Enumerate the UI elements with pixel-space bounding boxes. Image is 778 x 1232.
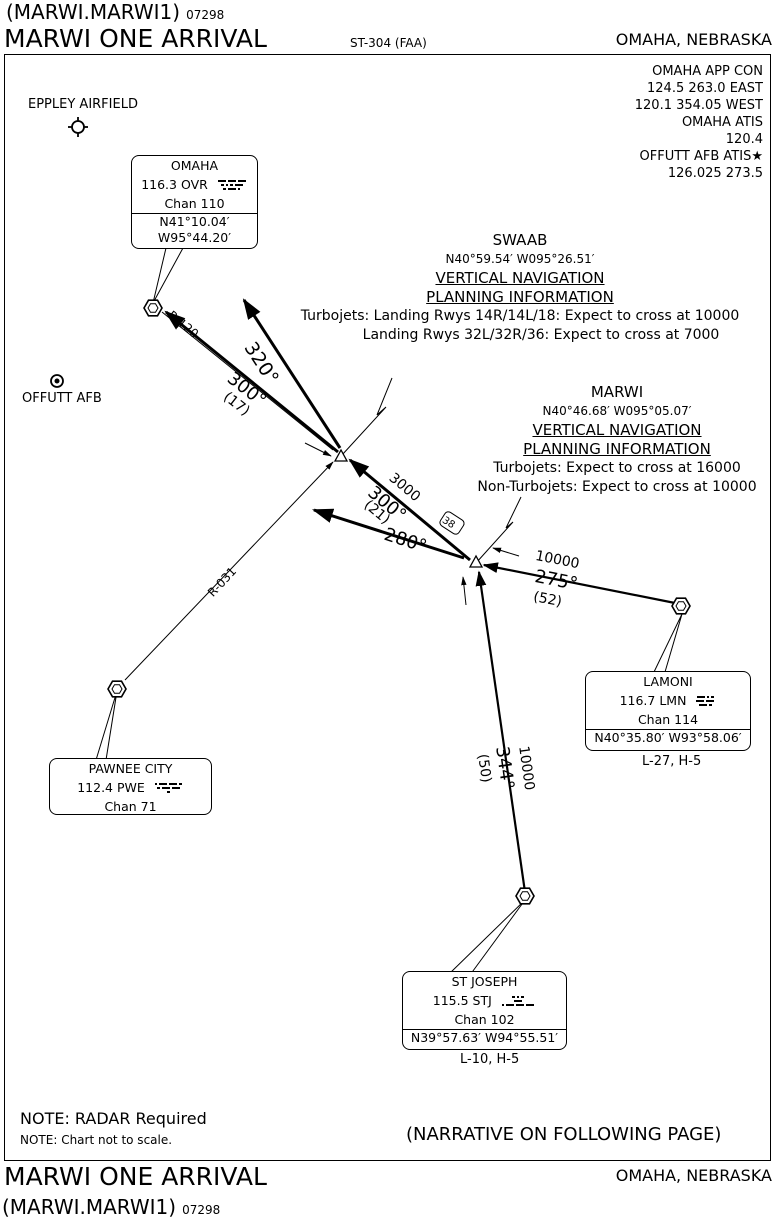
note-radar: NOTE: RADAR Required — [20, 1109, 207, 1128]
offutt-airport-icon — [50, 374, 64, 388]
navaid-box-omaha: OMAHA 116.3 OVR Chan 110 N41°10.04′ W95°… — [131, 155, 258, 249]
marwi-leader — [475, 496, 522, 564]
flow-arrow-marwi-south — [461, 576, 467, 606]
lamoni-callout-tail — [653, 613, 683, 673]
chart-frame — [4, 54, 771, 1161]
freq-line: OMAHA APP CON — [652, 64, 763, 79]
footer-title: MARWI ONE ARRIVAL — [4, 1162, 267, 1191]
vnav-heading-2: PLANNING INFORMATION — [426, 288, 614, 306]
navaid-freq-row: 116.3 OVR — [132, 175, 257, 194]
header-code-text: (MARWI.MARWI1) — [6, 0, 181, 24]
swaab-info: SWAAB N40°59.54′ W095°26.51′ VERTICAL NA… — [301, 231, 740, 345]
marwi-fix-icon — [468, 554, 484, 568]
morse-code-icon — [154, 782, 184, 795]
vortac-omaha-icon — [143, 299, 163, 317]
morse-code-icon — [696, 695, 716, 708]
fix-coordinates: N40°46.68′ W095°05.07′ — [542, 404, 692, 418]
navaid-box-lamoni: LAMONI 116.7 LMN Chan 114 N40°35.80′ W93… — [585, 671, 751, 751]
freq-line: OMAHA ATIS — [681, 115, 763, 130]
swaab-fix-icon — [333, 448, 349, 462]
vnav-heading-1: VERTICAL NAVIGATION — [532, 421, 702, 439]
vnav-line-2: Landing Rwys 32L/32R/36: Expect to cross… — [362, 327, 720, 343]
freq-line: 120.1 354.05 WEST — [634, 98, 763, 113]
navaid-box-pawnee-city: PAWNEE CITY 112.4 PWE Chan 71 — [49, 758, 212, 815]
eppley-airport-label: EPPLEY AIRFIELD — [28, 97, 138, 112]
radial-pawnee-line — [124, 461, 334, 681]
stjoseph-chart-refs: L-10, H-5 — [460, 1052, 520, 1067]
navaid-freq: 112.4 PWE — [77, 780, 145, 795]
route-marwi-swaab — [348, 458, 471, 562]
eppley-airport-icon — [68, 117, 88, 137]
vnav-line-1: Turbojets: Expect to cross at 16000 — [493, 460, 741, 476]
footer-location: OMAHA, NEBRASKA — [615, 1166, 772, 1185]
frequency-list: OMAHA APP CON 124.5 263.0 EAST 120.1 354… — [635, 63, 763, 182]
navaid-coordinates: N39°57.63′ W94°55.51′ — [403, 1029, 566, 1046]
route-lamoni-marwi — [482, 562, 681, 606]
footer-code-text: (MARWI.MARWI1) — [2, 1195, 177, 1219]
navaid-name: PAWNEE CITY — [88, 761, 173, 776]
fix-name: SWAAB — [492, 231, 548, 249]
swaab-leader — [341, 377, 393, 456]
omaha-callout-tail — [152, 247, 184, 304]
flow-arrow-marwi-east — [492, 547, 520, 557]
route-stj-marwi — [475, 570, 527, 893]
radial-omaha-line — [161, 311, 334, 451]
route-swaab-north — [242, 298, 342, 449]
vortac-stjoseph-icon — [515, 887, 535, 905]
header-location: OMAHA, NEBRASKA — [615, 30, 772, 49]
fix-coordinates: N40°59.54′ W095°26.51′ — [445, 252, 595, 266]
flow-arrow-swaab — [304, 442, 332, 457]
navaid-freq-row: 112.4 PWE — [50, 778, 211, 797]
navaid-freq: 116.7 LMN — [619, 693, 687, 708]
freq-line: 120.4 — [725, 132, 763, 147]
navaid-freq: 116.3 OVR — [141, 177, 208, 192]
header-procedure-code: (MARWI.MARWI1) 07298 — [6, 0, 224, 24]
navaid-coordinates: N40°35.80′ W93°58.06′ — [586, 729, 750, 746]
vnav-line-1: Turbojets: Landing Rwys 14R/14L/18: Expe… — [300, 308, 740, 324]
footer-procedure-code: (MARWI.MARWI1) 07298 — [2, 1195, 220, 1219]
vnav-heading-1: VERTICAL NAVIGATION — [435, 269, 605, 287]
navaid-freq-row: 115.5 STJ — [403, 991, 566, 1010]
freq-line: 124.5 263.0 EAST — [647, 81, 763, 96]
morse-code-icon — [501, 995, 537, 1008]
morse-code-icon — [217, 179, 248, 192]
navaid-name: ST JOSEPH — [451, 974, 518, 989]
footer-number: 07298 — [182, 1203, 221, 1217]
dme-38-box — [439, 511, 465, 535]
freq-line: OFFUTT AFB ATIS★ — [639, 149, 763, 164]
navaid-lat: N41°10.04′ — [159, 214, 230, 229]
navaid-channel: Chan 110 — [164, 196, 225, 211]
narrative-note: (NARRATIVE ON FOLLOWING PAGE) — [406, 1124, 722, 1145]
vnav-line-2: Non-Turbojets: Expect to cross at 10000 — [477, 479, 757, 495]
navaid-box-st-joseph: ST JOSEPH 115.5 STJ Chan 102 N39°57.63′ … — [402, 971, 567, 1050]
header-number: 07298 — [186, 8, 225, 22]
freq-line: 126.025 273.5 — [667, 166, 763, 181]
navaid-channel: Chan 102 — [454, 1012, 515, 1027]
route-swaab-omaha — [164, 310, 339, 454]
navaid-lon: W95°44.20′ — [157, 230, 232, 245]
vortac-pawnee-icon — [107, 680, 127, 698]
vnav-heading-2: PLANNING INFORMATION — [523, 440, 711, 458]
lamoni-chart-refs: L-27, H-5 — [642, 754, 702, 769]
navaid-coordinates: N41°10.04′ W95°44.20′ — [132, 213, 257, 246]
procedure-id: ST-304 (FAA) — [350, 36, 427, 50]
offutt-airport-label: OFFUTT AFB — [22, 391, 102, 406]
navaid-channel: Chan 71 — [104, 799, 157, 814]
note-scale: NOTE: Chart not to scale. — [20, 1133, 173, 1147]
navaid-channel: Chan 114 — [637, 712, 699, 727]
stj-callout-tail — [447, 899, 526, 976]
pawnee-callout-tail — [95, 690, 118, 761]
marwi-info: MARWI N40°46.68′ W095°05.07′ VERTICAL NA… — [477, 383, 756, 497]
fix-name: MARWI — [590, 383, 644, 401]
route-marwi-west — [311, 508, 465, 560]
navaid-name: LAMONI — [643, 674, 693, 689]
vortac-lamoni-icon — [671, 597, 691, 615]
navaid-freq-row: 116.7 LMN — [586, 691, 750, 710]
navaid-freq: 115.5 STJ — [432, 993, 492, 1008]
navaid-name: OMAHA — [170, 158, 219, 173]
page-title: MARWI ONE ARRIVAL — [4, 24, 267, 53]
